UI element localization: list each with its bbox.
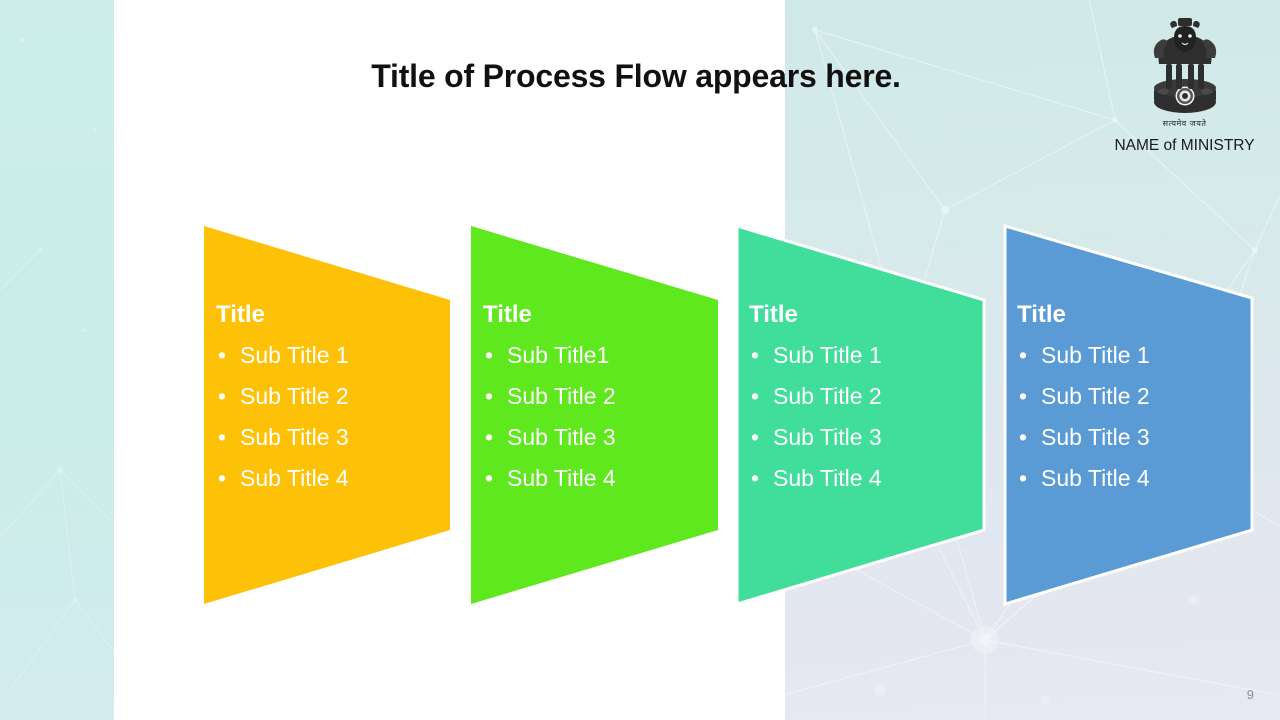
list-item-label: Sub Title 3 xyxy=(507,424,616,450)
flow-panel-1-content: Title • Sub Title 1 • Sub Title 2 • Sub Tit… xyxy=(216,303,349,499)
ministry-name-label: NAME of MINISTRY xyxy=(1114,137,1255,154)
list-item-label: Sub Title 1 xyxy=(773,342,882,368)
list-item-label: Sub Title 4 xyxy=(507,465,616,491)
list-item-label: Sub Title 2 xyxy=(507,383,616,409)
list-item-label: Sub Title 2 xyxy=(240,383,349,409)
flow-panel-4-content: Title • Sub Title 1 • Sub Title 2 • Sub Tit… xyxy=(1017,303,1150,499)
bullet-icon: • xyxy=(1019,342,1028,368)
list-item-label: Sub Title 4 xyxy=(1041,465,1150,491)
background-band-left xyxy=(0,0,114,720)
flow-panel-4-title: Title xyxy=(1017,301,1066,328)
bullet-icon: • xyxy=(218,424,227,450)
list-item-label: Sub Title 2 xyxy=(1041,383,1150,409)
flow-panel-2-content: Title • Sub Title1 • Sub Title 2 • Sub Titl… xyxy=(483,303,616,499)
list-item-label: Sub Title 3 xyxy=(240,424,349,450)
list-item: • Sub Title 1 xyxy=(216,335,349,376)
list-item-label: Sub Title 1 xyxy=(240,342,349,368)
flow-panel-1-list: • Sub Title 1 • Sub Title 2 • Sub Title 3 •… xyxy=(216,335,349,499)
bullet-icon: • xyxy=(485,383,494,409)
flow-panel-2-title: Title xyxy=(483,301,532,328)
bullet-icon: • xyxy=(1019,465,1028,491)
ministry-branding: सत्यमेव जयते NAME of MINISTRY xyxy=(1097,14,1272,155)
list-item-label: Sub Title 4 xyxy=(773,465,882,491)
flow-panel-3-title: Title xyxy=(749,301,798,328)
list-item: • Sub Title 4 xyxy=(216,458,349,499)
bullet-icon: • xyxy=(751,424,760,450)
bullet-icon: • xyxy=(485,465,494,491)
list-item: • Sub Title 2 xyxy=(749,376,882,417)
list-item-label: Sub Title 4 xyxy=(240,465,349,491)
page-title: Title of Process Flow appears here. xyxy=(371,58,901,94)
list-item-label: Sub Title 3 xyxy=(773,424,882,450)
list-item: • Sub Title 3 xyxy=(483,417,616,458)
list-item-label: Sub Title 2 xyxy=(773,383,882,409)
list-item-label: Sub Title1 xyxy=(507,342,610,368)
flow-panel-3-list: • Sub Title 1 • Sub Title 2 • Sub Title 3 •… xyxy=(749,335,882,499)
bullet-icon: • xyxy=(1019,424,1028,450)
bullet-icon: • xyxy=(751,465,760,491)
emblem-motto: सत्यमेव जयते xyxy=(1162,119,1207,128)
list-item: • Sub Title 3 xyxy=(216,417,349,458)
list-item: • Sub Title 2 xyxy=(216,376,349,417)
list-item: • Sub Title 1 xyxy=(1017,335,1150,376)
list-item: • Sub Title 2 xyxy=(1017,376,1150,417)
bullet-icon: • xyxy=(218,383,227,409)
list-item: • Sub Title 4 xyxy=(483,458,616,499)
bullet-icon: • xyxy=(218,342,227,368)
list-item: • Sub Title 4 xyxy=(749,458,882,499)
list-item-label: Sub Title 1 xyxy=(1041,342,1150,368)
list-item: • Sub Title 4 xyxy=(1017,458,1150,499)
bullet-icon: • xyxy=(218,465,227,491)
bullet-icon: • xyxy=(485,342,494,368)
list-item: • Sub Title 3 xyxy=(1017,417,1150,458)
list-item-label: Sub Title 3 xyxy=(1041,424,1150,450)
bullet-icon: • xyxy=(1019,383,1028,409)
flow-panel-2-list: • Sub Title1 • Sub Title 2 • Sub Title 3 • S… xyxy=(483,335,616,499)
bullet-icon: • xyxy=(485,424,494,450)
bullet-icon: • xyxy=(751,342,760,368)
list-item: • Sub Title 1 xyxy=(749,335,882,376)
list-item: • Sub Title 3 xyxy=(749,417,882,458)
bullet-icon: • xyxy=(751,383,760,409)
list-item: • Sub Title1 xyxy=(483,335,616,376)
flow-panel-3-content: Title • Sub Title 1 • Sub Title 2 • Sub Tit… xyxy=(749,303,882,499)
list-item: • Sub Title 2 xyxy=(483,376,616,417)
flow-panel-1-title: Title xyxy=(216,301,265,328)
flow-panel-4-list: • Sub Title 1 • Sub Title 2 • Sub Title 3 •… xyxy=(1017,335,1150,499)
state-emblem-icon xyxy=(1153,18,1216,113)
page-number: 9 xyxy=(1246,687,1254,702)
network-decoration-left xyxy=(0,38,114,691)
